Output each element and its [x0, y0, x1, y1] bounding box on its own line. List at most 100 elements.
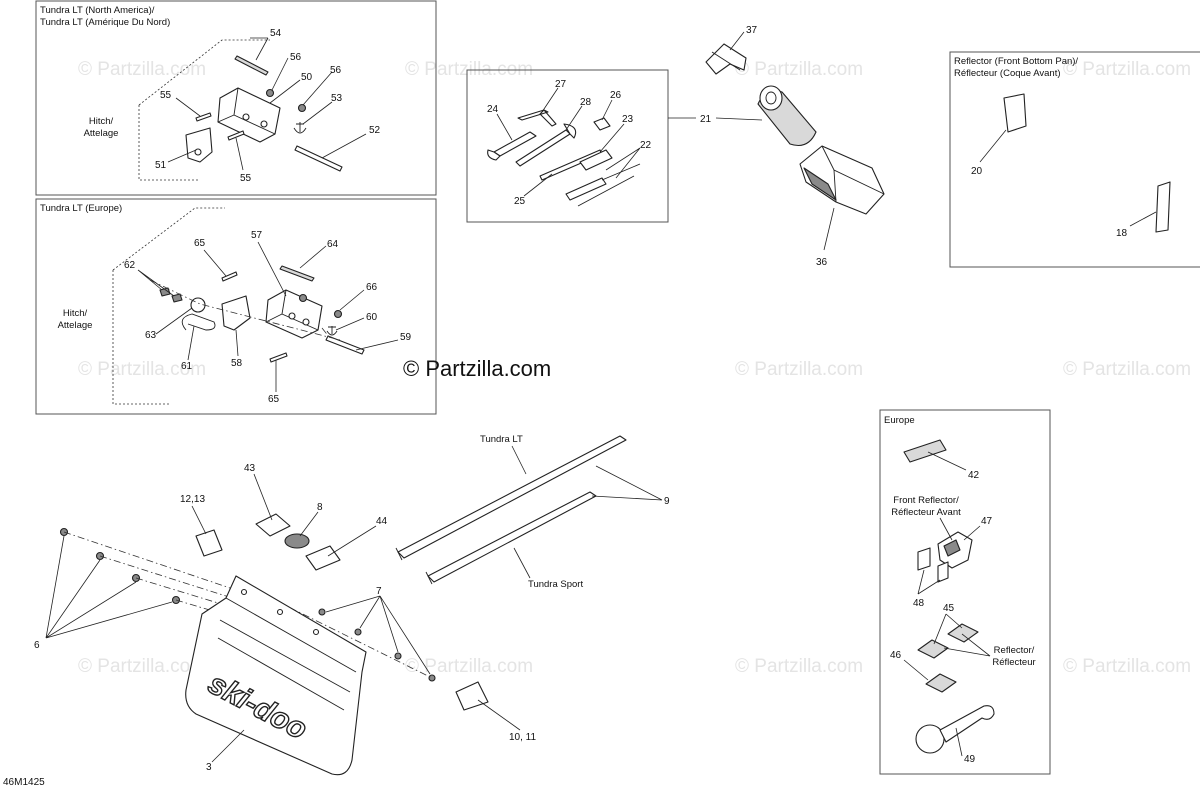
- group-label: Réflecteur Avant: [891, 507, 961, 518]
- callout-42: 42: [968, 470, 980, 481]
- wrench-head: [487, 149, 501, 161]
- leader-line: [335, 317, 365, 331]
- watermark: © Partzilla.com: [78, 359, 206, 380]
- alignment-line: [321, 327, 331, 339]
- hitch-hook: [185, 127, 213, 163]
- mud-flap-rib: [217, 597, 357, 711]
- callout-27: 27: [555, 79, 567, 90]
- leader-line: [137, 269, 175, 297]
- hitch-bracket-edge: [217, 87, 276, 135]
- leader-line: [599, 123, 625, 153]
- reflector-decal: [195, 529, 223, 557]
- panel-tool-kit: 27 24 28 26 23 22 25: [466, 69, 669, 223]
- leader-line: [1129, 211, 1157, 227]
- tool-roll-core: [765, 91, 777, 105]
- callout-36: 36: [816, 257, 828, 268]
- screwdriver-handle: [565, 177, 607, 201]
- leader-line: [269, 79, 301, 104]
- label-tundra-lt: Tundra LT: [480, 434, 523, 445]
- callout-49: 49: [964, 754, 976, 765]
- nut: [318, 608, 326, 616]
- tool-bag: [799, 145, 885, 215]
- callout-56: 56: [330, 65, 342, 76]
- reflector-pad: [917, 639, 949, 659]
- label-tundra-sport: Tundra Sport: [528, 579, 583, 590]
- reflector: [1155, 181, 1171, 233]
- leader-line: [917, 569, 941, 595]
- callout-21: 21: [700, 114, 712, 125]
- leader-line: [729, 31, 745, 51]
- callout-37: 37: [746, 25, 758, 36]
- decal: [255, 513, 291, 537]
- alignment-line: [63, 531, 331, 647]
- panel-frame: [466, 69, 669, 223]
- rear-reflector: [455, 681, 489, 711]
- watermark: © Partzilla.com: [735, 656, 863, 677]
- leader-line: [601, 99, 613, 121]
- rail-end: [395, 547, 403, 561]
- spring-pin: [181, 313, 216, 331]
- nut: [265, 88, 275, 98]
- callout-60: 60: [366, 312, 378, 323]
- group-label: Réflecteur: [992, 657, 1035, 668]
- leader-line: [496, 113, 513, 141]
- panel-title: Reflector (Front Bottom Pan)/: [954, 56, 1078, 67]
- panel-frame: [35, 198, 437, 415]
- emblem: [284, 533, 310, 549]
- callout-43: 43: [244, 463, 256, 474]
- nut: [354, 628, 362, 636]
- watermark-layer: © Partzilla.com © Partzilla.com © Partzi…: [78, 59, 1191, 677]
- panel-reflector-front: Reflector (Front Bottom Pan)/ Réflecteur…: [949, 51, 1200, 268]
- leader-line: [321, 133, 367, 159]
- callout-63: 63: [145, 330, 157, 341]
- callout-53: 53: [331, 93, 343, 104]
- watermark: © Partzilla.com: [405, 656, 533, 677]
- leader-line: [591, 465, 663, 501]
- flap-hole: [276, 608, 284, 616]
- callout-28: 28: [580, 97, 592, 108]
- callout-47: 47: [981, 516, 993, 527]
- group-bracket: [138, 105, 198, 181]
- callout-52: 52: [369, 125, 381, 136]
- callout-10-11: 10, 11: [509, 732, 536, 743]
- hitch-plate: [234, 55, 269, 76]
- bolt: [269, 352, 288, 363]
- bracket-hole: [242, 113, 250, 121]
- bolt: [227, 130, 245, 141]
- bracket-hole: [260, 120, 268, 128]
- bracket-hole: [302, 318, 310, 326]
- leader-line: [257, 241, 287, 297]
- watermark: © Partzilla.com: [1063, 656, 1191, 677]
- horn-trumpet: [939, 705, 995, 743]
- callout-65: 65: [194, 238, 206, 249]
- license-plate-light: [903, 439, 947, 463]
- alignment-line: [237, 581, 433, 679]
- socket: [579, 149, 613, 171]
- tool-clip: [593, 117, 611, 131]
- callout-55: 55: [240, 173, 252, 184]
- tool-roll-end: [759, 85, 783, 111]
- group-label: Hitch/: [89, 116, 114, 127]
- flap-hole: [240, 588, 248, 596]
- bolt: [195, 112, 212, 122]
- leader-line: [235, 137, 244, 171]
- clip: [293, 122, 307, 134]
- leader-line: [513, 547, 531, 579]
- leader-line: [299, 511, 319, 537]
- leader-line: [155, 307, 193, 335]
- bracket-hole: [288, 312, 296, 320]
- leader-line: [511, 445, 527, 475]
- callout-56: 56: [290, 52, 302, 63]
- callout-44: 44: [376, 516, 388, 527]
- callout-8: 8: [317, 502, 323, 513]
- leader-line: [943, 633, 991, 657]
- diagram-code: 46M1425: [3, 777, 45, 788]
- leader-line: [167, 149, 197, 163]
- clip: [326, 326, 338, 336]
- small-fastener: [159, 287, 171, 297]
- hitch-pin: [294, 145, 343, 172]
- alignment-line: [149, 279, 341, 341]
- leader-line: [541, 87, 559, 113]
- callout-57: 57: [251, 230, 263, 241]
